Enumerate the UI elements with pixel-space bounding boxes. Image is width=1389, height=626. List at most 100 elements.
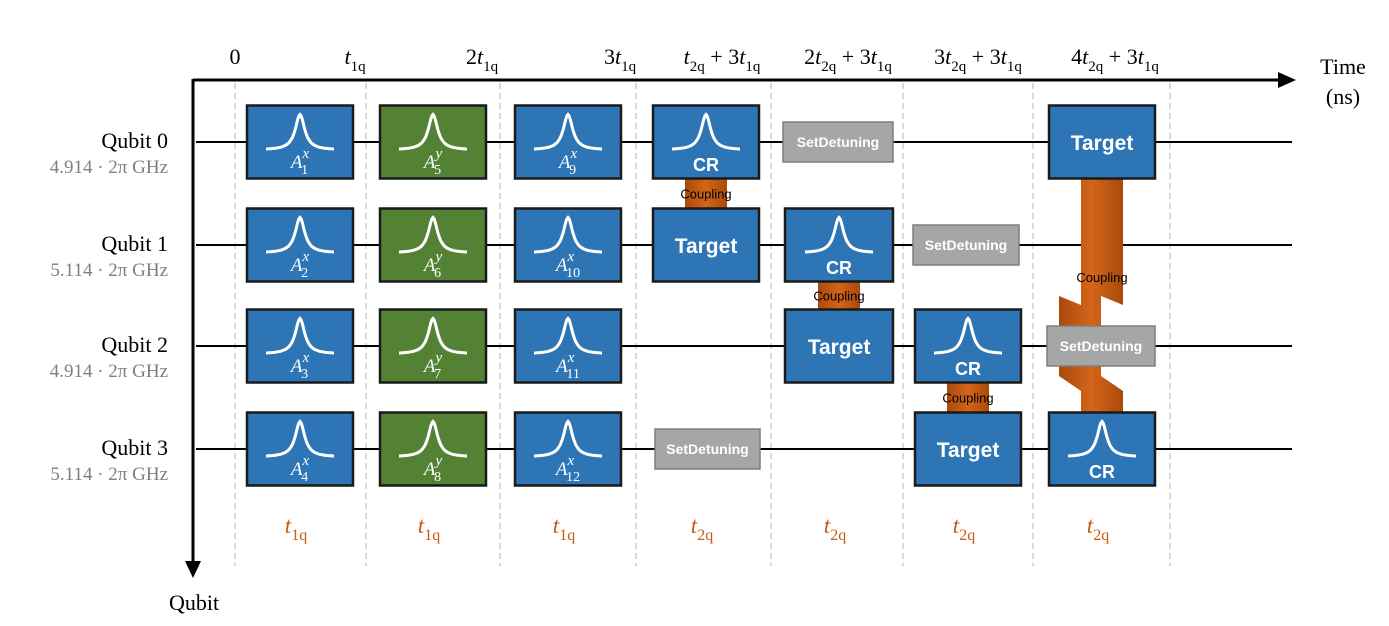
coupling-label: Coupling	[680, 187, 731, 202]
lorentzian-pulse-icon	[399, 419, 467, 458]
detuning-box	[654, 428, 761, 470]
detuning-label: SetDetuning	[1060, 338, 1142, 354]
duration-label: t1q	[553, 513, 575, 544]
qubit-frequency-label: 5.114 · 2π GHz	[50, 464, 168, 485]
coupling-bar	[947, 380, 989, 415]
lorentzian-pulse-icon	[534, 112, 602, 151]
time-axis-unit: (ns)	[1326, 84, 1360, 109]
axes: Time (ns) Qubit	[169, 54, 1366, 615]
qubit-name-label: Qubit 0	[101, 128, 168, 153]
gate-box	[378, 411, 488, 487]
qubit-axis-arrowhead	[185, 561, 201, 578]
gate-box	[513, 308, 623, 384]
gate-target-q1-s3: Target	[651, 207, 761, 283]
time-tick-label: t1q	[344, 44, 366, 75]
time-tick-label: 2t1q	[466, 44, 499, 75]
cr-label: CR	[693, 155, 719, 175]
detuning-box	[782, 121, 894, 163]
gate-box	[651, 207, 761, 283]
qubit-frequency-label: 5.114 · 2π GHz	[50, 260, 168, 281]
coupling-label: Coupling	[1076, 270, 1127, 285]
qubit-name-label: Qubit 2	[101, 332, 168, 357]
coupling-bar	[1059, 176, 1123, 415]
time-tick-label: 3t2q + 3t1q	[934, 44, 1022, 75]
column-separators	[234, 83, 1171, 566]
duration-label: t2q	[953, 513, 975, 544]
gate-box	[1047, 411, 1157, 487]
cr-label: CR	[955, 359, 981, 379]
gate-target-q2-s4: Target	[783, 308, 895, 384]
gate-target-q3-s5: Target	[913, 411, 1023, 487]
duration-label: t2q	[824, 513, 846, 544]
target-label: Target	[675, 235, 738, 258]
lorentzian-pulse-icon	[672, 112, 740, 151]
target-label: Target	[937, 439, 1000, 462]
gate-cr-q3-s6: CR	[1047, 411, 1157, 487]
lorentzian-pulse-icon	[534, 419, 602, 458]
gate-detune-q1-s5: SetDetuning	[912, 224, 1020, 266]
target-label: Target	[1071, 132, 1134, 155]
gate-box	[913, 411, 1023, 487]
target-label: Target	[808, 336, 871, 359]
gate-box	[513, 411, 623, 487]
gate-detune-q3-s3: SetDetuning	[654, 428, 761, 470]
time-axis-arrowhead	[1278, 72, 1296, 88]
gate-box	[378, 104, 488, 180]
duration-label: t2q	[1087, 513, 1109, 544]
duration-label: t2q	[691, 513, 713, 544]
gate-box	[245, 207, 355, 283]
lorentzian-pulse-icon	[934, 316, 1002, 355]
cr-label: CR	[826, 258, 852, 278]
coupling-label: Coupling	[813, 289, 864, 304]
qubit-frequency-label: 4.914 · 2π GHz	[50, 157, 168, 178]
gate-detune-q0-s4: SetDetuning	[782, 121, 894, 163]
cr-label: CR	[1089, 462, 1115, 482]
gate-cr-q1-s4: CR	[783, 207, 895, 283]
detuning-box	[912, 224, 1020, 266]
duration-label: t1q	[418, 513, 440, 544]
time-tick-label: t2q + 3t1q	[684, 44, 761, 75]
lorentzian-pulse-icon	[399, 112, 467, 151]
gate-target-q0-s6: Target	[1047, 104, 1157, 180]
qubit-name-label: Qubit 1	[101, 231, 168, 256]
time-tick-label: 3t1q	[604, 44, 637, 75]
detuning-label: SetDetuning	[666, 441, 748, 457]
lorentzian-pulse-icon	[266, 419, 334, 458]
coupling-bar	[818, 279, 860, 312]
coupling-bar	[685, 176, 727, 211]
lorentzian-pulse-icon	[399, 316, 467, 355]
time-tick-label: 4t2q + 3t1q	[1071, 44, 1159, 75]
lorentzian-pulse-icon	[805, 215, 873, 254]
gate-box	[245, 411, 355, 487]
detuning-box	[1046, 325, 1156, 367]
gate-cr-q0-s3: CR	[651, 104, 761, 180]
lorentzian-pulse-icon	[399, 215, 467, 254]
lorentzian-pulse-icon	[534, 316, 602, 355]
qubit-wires	[196, 141, 1292, 450]
gate-box	[783, 207, 895, 283]
